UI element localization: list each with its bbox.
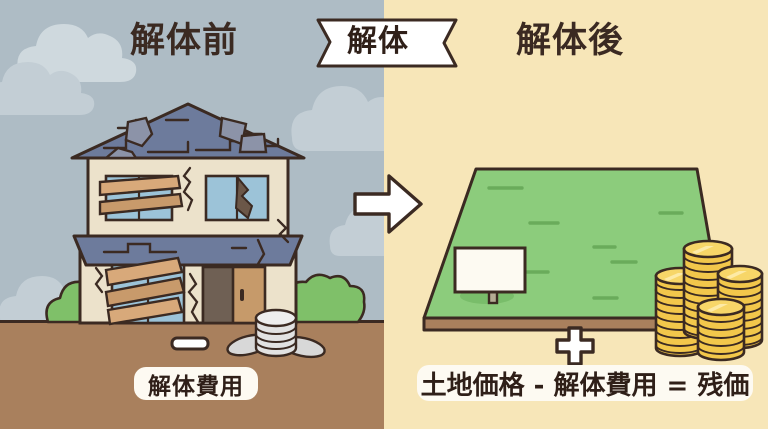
- gold-coin-stacks: [654, 239, 764, 362]
- plus-symbol: [555, 326, 595, 366]
- cloud-icon: [291, 86, 384, 151]
- cloud-icon: [329, 206, 384, 256]
- boarded-window-lower: [104, 256, 186, 326]
- plank: [98, 174, 184, 216]
- cloud-icon: [17, 24, 137, 82]
- boarded-window-upper: [98, 174, 184, 222]
- ribbon-label: 解体: [347, 24, 409, 59]
- caption-residual-value-formula: 土地価格 - 解体費用 = 残価: [417, 365, 753, 401]
- minus-symbol: [170, 336, 210, 351]
- silver-coin-pile: [226, 308, 326, 359]
- coin-stack: [696, 297, 746, 362]
- transition-arrow-icon: [353, 174, 423, 234]
- broken-window-upper: [204, 174, 270, 222]
- cracked-house: [70, 102, 306, 326]
- wall-crack: [94, 266, 200, 324]
- panel-title-after: 解体後: [516, 21, 625, 61]
- right-scene: [422, 167, 764, 366]
- cloud-icon: [0, 62, 95, 115]
- left-scene: [0, 24, 384, 429]
- for-sale-sign: [453, 246, 527, 305]
- roof-upper: [70, 102, 306, 160]
- wall-crack: [182, 166, 290, 244]
- caption-demolition-cost: 解体費用: [134, 367, 258, 400]
- plank: [104, 256, 186, 326]
- panel-title-before: 解体前: [130, 21, 239, 61]
- roof-lower: [72, 234, 304, 267]
- ribbon-banner: [316, 18, 458, 68]
- door: [201, 265, 267, 325]
